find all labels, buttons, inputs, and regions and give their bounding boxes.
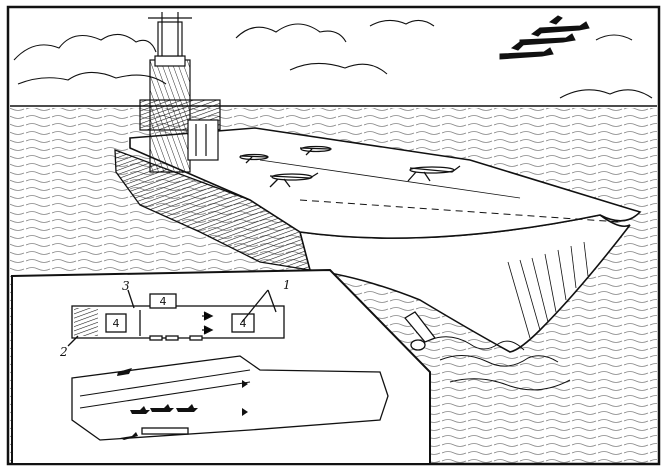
callout-1: 1 <box>283 278 291 292</box>
bow-spray <box>429 336 571 391</box>
elevator-number-1: 4 <box>113 317 120 330</box>
elevator-number-3: 4 <box>240 317 247 330</box>
aircraft-formation <box>499 15 590 60</box>
callout-3: 3 <box>122 279 130 293</box>
deck-centerline <box>299 199 621 223</box>
bow-shading <box>507 241 589 339</box>
deck-gun <box>404 311 437 351</box>
flight-deck <box>129 127 642 239</box>
plan-view-top <box>67 289 285 347</box>
plan-view-bottom <box>71 355 389 441</box>
callout-2: 2 <box>59 345 68 359</box>
island-superstructure <box>139 12 221 173</box>
elevator-number-2: 4 <box>160 295 167 308</box>
deck-line <box>259 159 521 199</box>
deck-aircraft <box>239 145 461 188</box>
sky-clouds <box>13 19 653 99</box>
